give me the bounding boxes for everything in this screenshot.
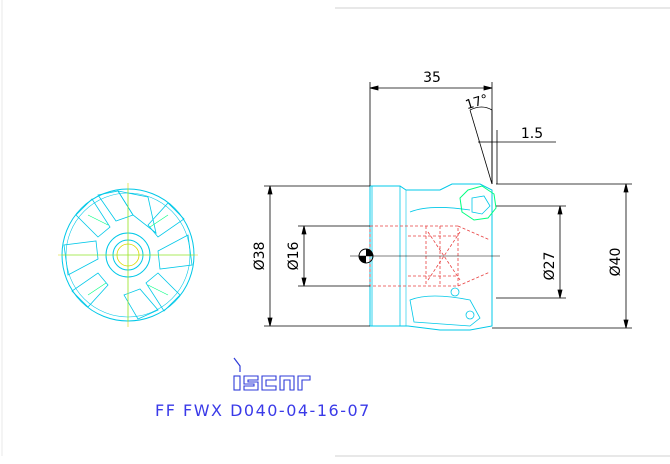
side-view-flute-lower	[409, 295, 481, 327]
dim-overall-length: 35	[423, 70, 441, 86]
part-number: FF FWX D040-04-16-07	[155, 401, 371, 420]
end-view-centerlines	[58, 183, 198, 327]
dim-inner-diameter: Ø27	[542, 252, 558, 281]
side-view-insert	[459, 185, 497, 221]
side-view-screw	[465, 310, 475, 320]
side-view-body-outline	[369, 183, 493, 331]
end-view	[58, 183, 198, 327]
dim-lead-angle: 17°	[464, 92, 490, 113]
dimensions	[264, 82, 632, 329]
dim-shank-diameter: Ø38	[252, 242, 268, 271]
side-view-flute-upper	[409, 207, 471, 213]
dim-bore-diameter: Ø16	[286, 241, 302, 270]
dim-edge-offset: 1.5	[521, 126, 543, 142]
side-view-insert-inner	[471, 195, 491, 215]
side-view-screw-2	[450, 287, 460, 297]
side-view	[350, 183, 500, 331]
centroid-symbol	[358, 248, 374, 264]
brand-logo	[233, 357, 311, 391]
dim-cutting-diameter: Ø40	[608, 248, 624, 277]
